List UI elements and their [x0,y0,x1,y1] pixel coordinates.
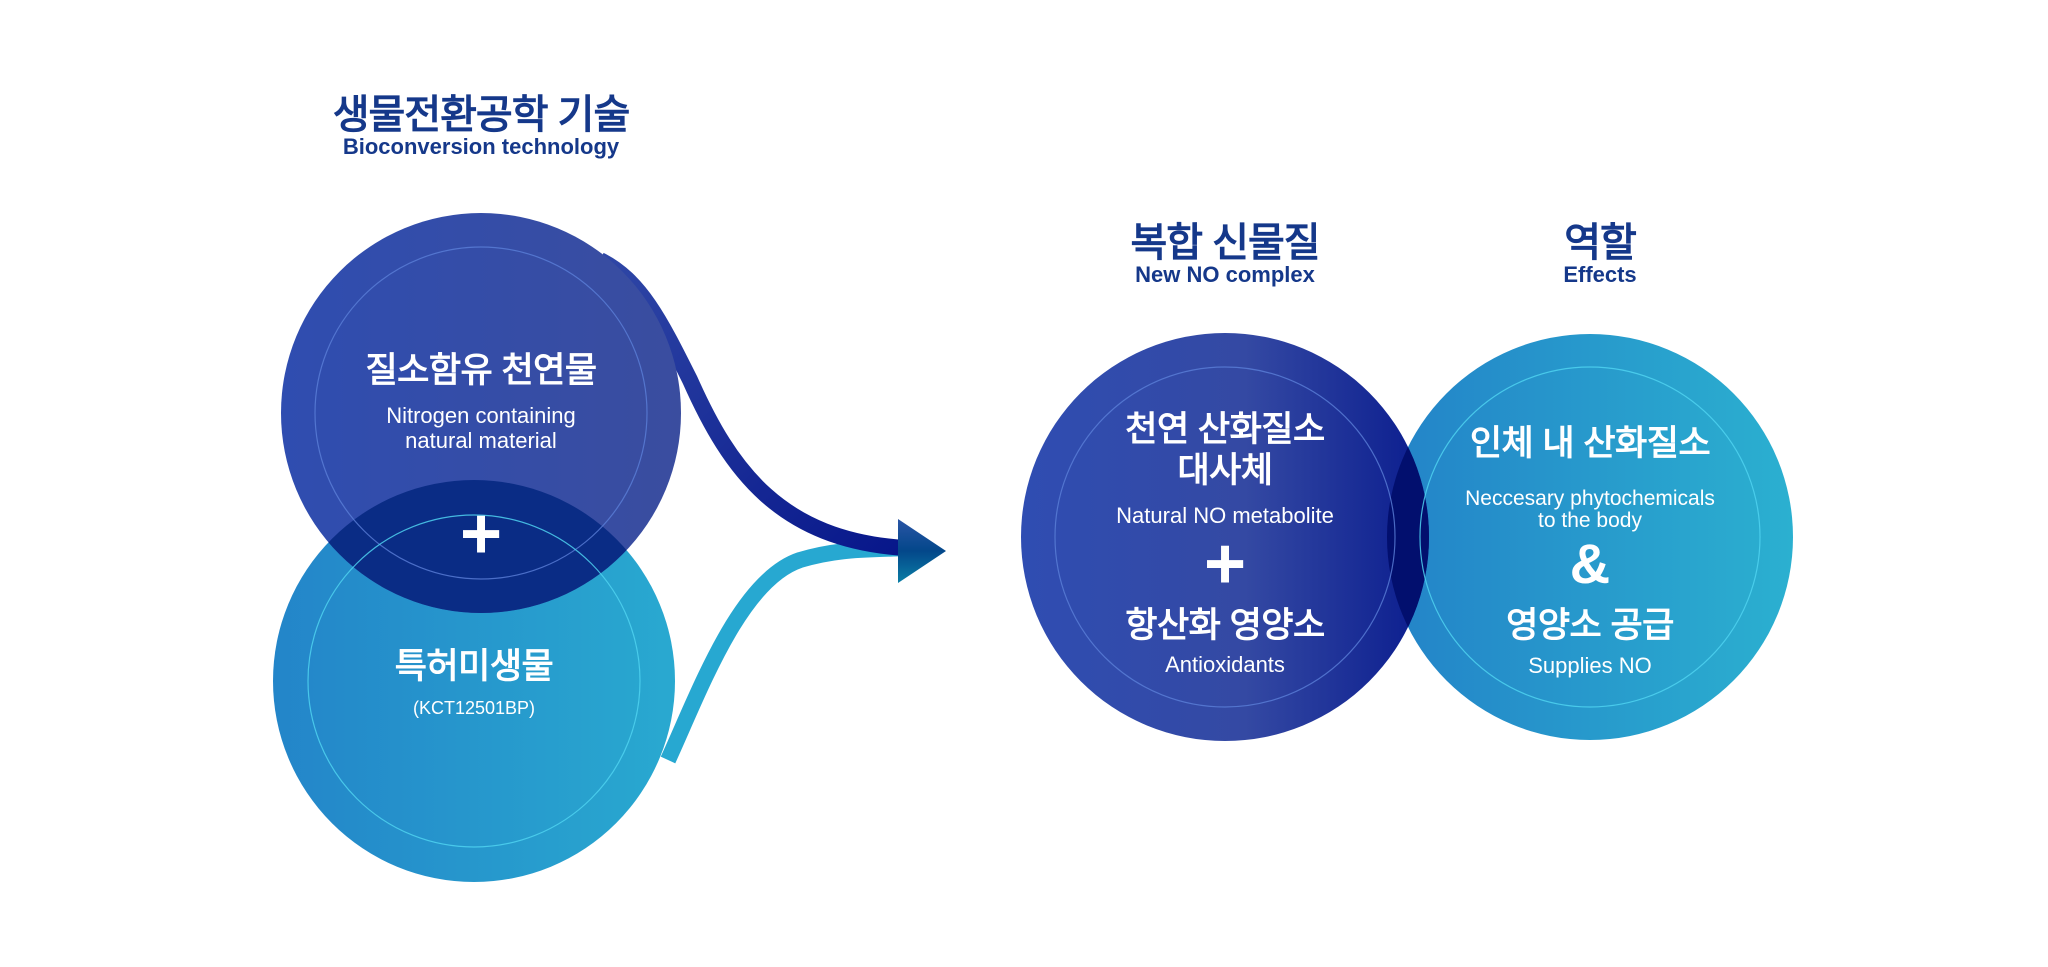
middle-title-ko: 복합 신물질 [1130,221,1320,265]
right-title-ko: 역할 [1564,221,1637,265]
middle-title-en: New NO complex [1135,262,1315,287]
circle-overlap-left [281,480,675,613]
arrowhead-icon [898,519,946,583]
antioxidant-title: 항산화 영양소 [1125,606,1325,645]
supply-title: 영양소 공급 [1506,606,1674,645]
circle-effects [1387,334,1793,740]
antioxidant-en: Antioxidants [1165,652,1285,677]
plus-icon: + [459,494,503,574]
left-title-en: Bioconversion technology [342,134,620,159]
inner-ring [1054,366,1396,708]
right-title-en: Effects [1563,262,1637,287]
nitrogen-material-title: 질소함유 천연물 [365,351,597,390]
nitrogen-material-en-2: natural material [405,428,557,453]
ampersand-icon: & [1569,532,1611,595]
plus-icon: + [1203,524,1247,604]
body-no-en-2: to the body [1538,509,1642,532]
circle-new-no-complex [1021,333,1429,741]
inner-ring [1419,366,1761,708]
inner-ring [307,514,641,848]
flow-arrow-bottom [660,540,906,764]
body-no-title: 인체 내 산화질소 [1469,424,1711,463]
inner-ring [314,246,648,580]
natural-no-title-1: 천연 산화질소 [1125,410,1325,449]
natural-no-en: Natural NO metabolite [1116,503,1334,528]
body-no-en-1: Neccesary phytochemicals [1465,487,1715,510]
left-title-ko: 생물전환공학 기술 [332,93,631,137]
natural-no-title-2: 대사체 [1177,451,1273,490]
patent-microbe-code: (KCT12501BP) [412,698,536,718]
patent-microbe-title: 특허미생물 [394,647,554,686]
supply-en: Supplies NO [1528,653,1652,678]
nitrogen-material-en-1: Nitrogen containing [386,403,576,428]
